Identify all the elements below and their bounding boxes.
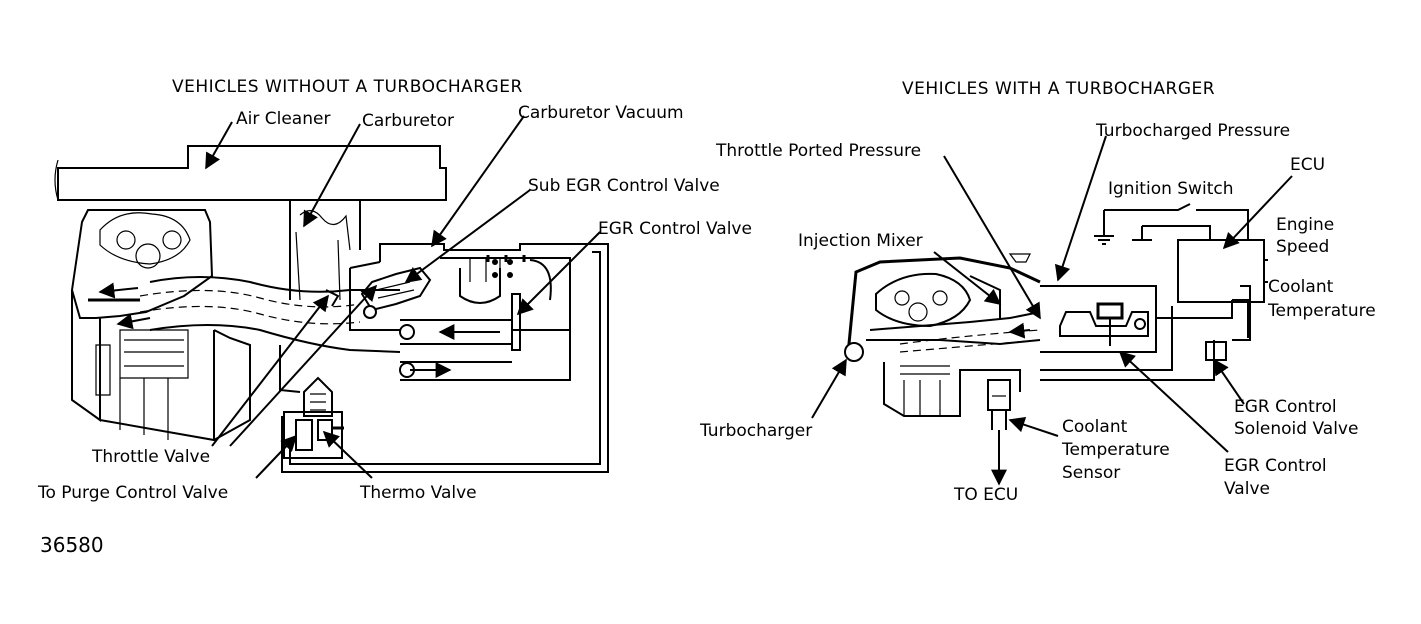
label-egr-control-valve-line2: Valve [1224,479,1270,499]
label-engine-speed-line1: Engine [1276,215,1334,235]
label-egr-control-valve: EGR Control Valve [598,219,752,239]
label-throttle-ported-pressure: Throttle Ported Pressure [715,141,921,161]
label-throttle-valve: Throttle Valve [91,447,210,467]
label-coolant-temp-sensor-line1: Coolant [1062,417,1128,437]
label-turbocharger: Turbocharger [699,421,812,441]
coolant-sensor-drawing [987,379,1011,430]
label-coolant-temperature-line1: Coolant [1268,277,1334,297]
label-egr-solenoid-line2: Solenoid Valve [1234,419,1358,439]
label-coolant-temperature-line2: Temperature [1267,301,1376,321]
label-egr-solenoid-line1: EGR Control [1234,397,1337,417]
label-turbocharged-pressure: Turbocharged Pressure [1095,121,1290,141]
figure-number: 36580 [40,533,104,557]
label-ignition-switch: Ignition Switch [1108,179,1233,199]
label-coolant-temp-sensor-line2: Temperature [1061,440,1170,460]
label-injection-mixer: Injection Mixer [798,231,923,251]
air-cleaner-drawing [54,145,447,201]
label-thermo-valve: Thermo Valve [359,483,477,503]
label-egr-control-valve-line1: EGR Control [1224,456,1327,476]
right-leader-lines [811,135,1293,486]
label-ecu: ECU [1290,155,1325,175]
left-leader-lines [205,115,601,479]
label-to-ecu: TO ECU [953,485,1018,505]
thermo-valve-drawing [283,376,344,459]
ecu-drawing [1094,203,1268,303]
left-panel-title: VEHICLES WITHOUT A TURBOCHARGER [172,77,523,97]
label-sub-egr-control-valve: Sub EGR Control Valve [528,176,720,196]
right-panel-title: VEHICLES WITH A TURBOCHARGER [902,79,1215,99]
intake-passage [98,276,401,441]
label-engine-speed-line2: Speed [1276,237,1329,257]
label-carburetor: Carburetor [362,111,454,131]
label-to-purge-control-valve: To Purge Control Valve [37,483,228,503]
left-panel: VEHICLES WITHOUT A TURBOCHARGER [37,77,752,503]
right-panel: VEHICLES WITH A TURBOCHARGER [699,79,1376,505]
label-coolant-temp-sensor-line3: Sensor [1062,463,1120,483]
label-carburetor-vacuum: Carburetor Vacuum [518,103,684,123]
turbo-egr-plumbing [1008,285,1251,381]
label-air-cleaner: Air Cleaner [236,109,330,129]
egr-valve-assembly [281,243,609,473]
